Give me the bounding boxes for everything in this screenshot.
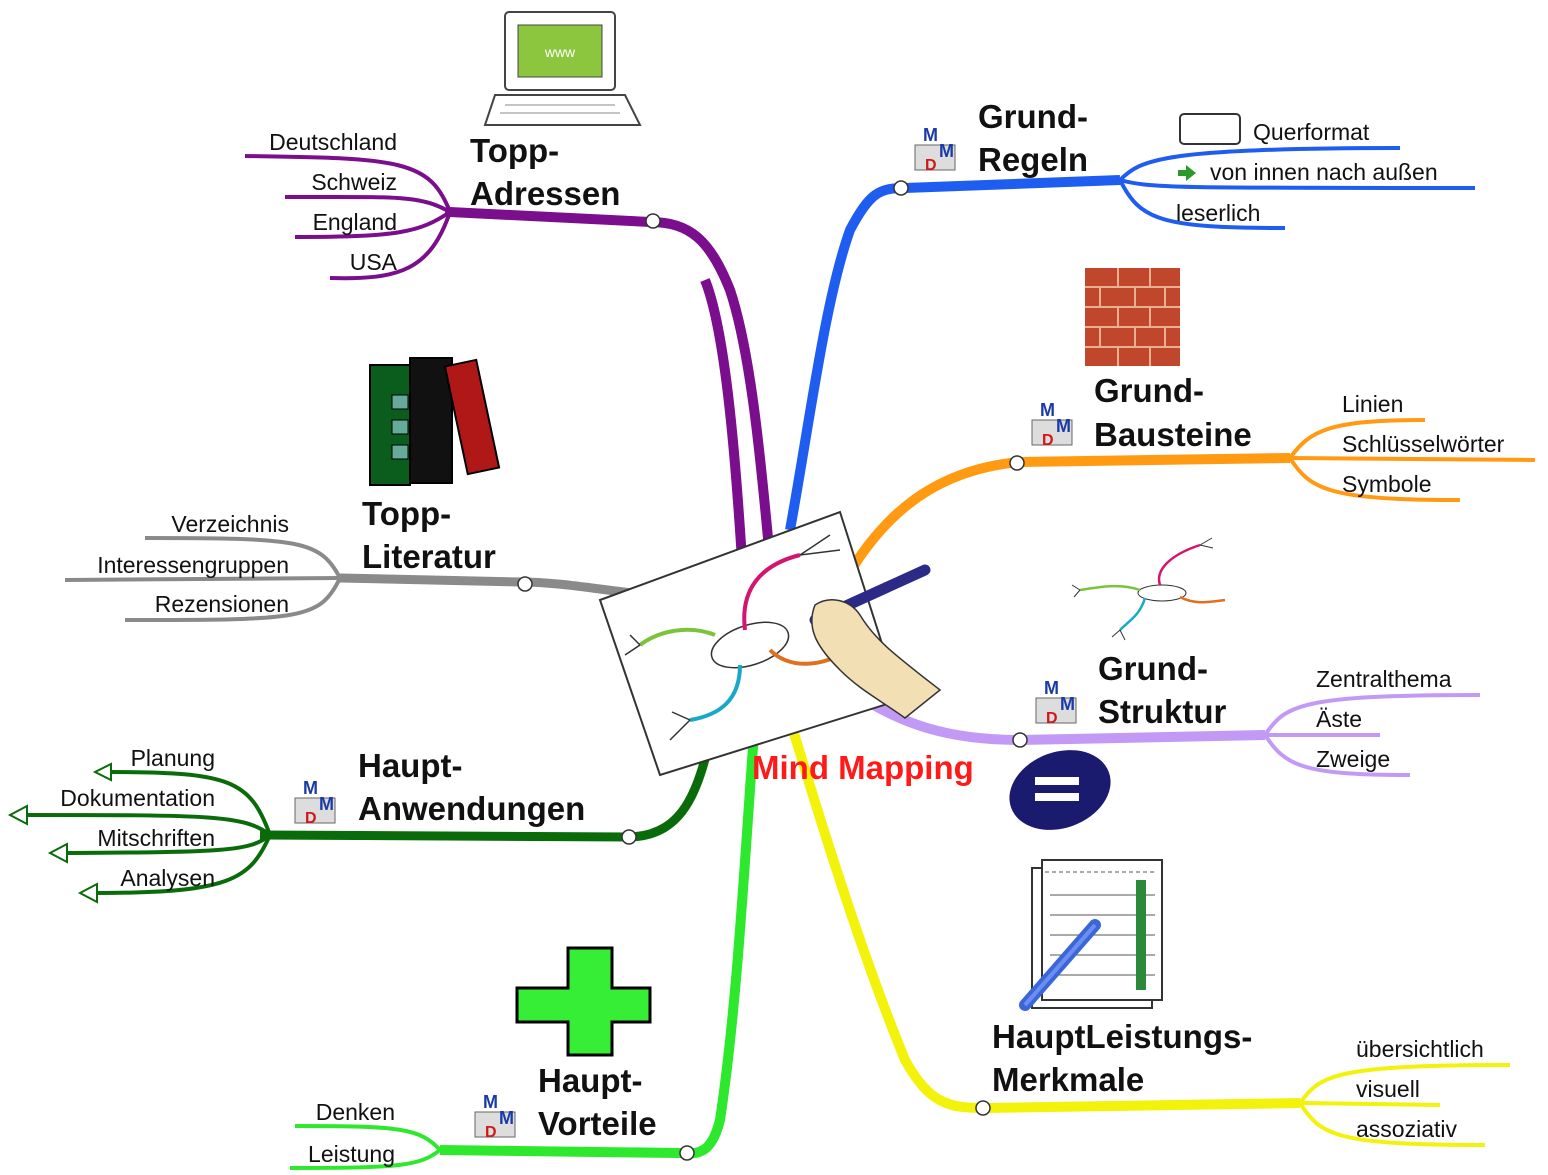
branch-line-hauptleistungs-merkmale (785, 718, 1301, 1114)
sub-label: Leistung (308, 1141, 395, 1167)
sub-label: Rezensionen (155, 591, 289, 617)
svg-text:M: M (1044, 678, 1059, 698)
sub-label: Interessengruppen (97, 552, 289, 578)
sub-label: Mitschriften (97, 825, 215, 851)
branch-title-haupt-vorteile-2: Vorteile (538, 1105, 657, 1142)
branch-title-hauptleistungs-merkmale-2: Merkmale (992, 1061, 1144, 1098)
sub-label: Denken (316, 1099, 395, 1125)
green-plus-icon (515, 946, 652, 1057)
svg-text:M: M (1040, 400, 1055, 420)
sub-label: England (313, 209, 397, 235)
notepad-pencil-icon (1019, 859, 1163, 1011)
sub-label: Verzeichnis (171, 511, 289, 537)
branch-title-topp-literatur-2: Literatur (362, 538, 496, 575)
sub-label: Schweiz (311, 169, 397, 195)
branch-title-grund-struktur-1: Grund- (1098, 650, 1208, 687)
branch-line-grund-bausteine (840, 453, 1291, 583)
equals-icon (1009, 750, 1111, 830)
branch-title-topp-literatur-1: Topp- (362, 495, 451, 532)
sub-label: Zweige (1316, 746, 1390, 772)
sub-label: assoziativ (1356, 1116, 1457, 1142)
branch-line-grund-regeln (785, 175, 1121, 531)
mini-mindmap-icon (1071, 537, 1226, 641)
brick-wall-icon (1085, 268, 1180, 366)
sub-label: Linien (1342, 391, 1403, 417)
svg-text:M: M (499, 1108, 514, 1128)
branch-title-haupt-vorteile-1: Haupt- (538, 1062, 642, 1099)
svg-text:M: M (319, 794, 334, 814)
svg-text:M: M (1056, 416, 1071, 436)
svg-text:www: www (544, 44, 576, 60)
laptop-www-icon: www (483, 11, 642, 126)
sub-label: Dokumentation (60, 785, 215, 811)
sub-label: Analysen (120, 865, 215, 891)
svg-text:D: D (305, 810, 317, 827)
branch-title-haupt-anwendungen-2: Anwendungen (358, 790, 585, 827)
green-arrow-icon (1178, 165, 1196, 181)
branch-title-grund-bausteine-1: Grund- (1094, 372, 1204, 409)
central-drawing-icon (598, 510, 942, 777)
branch-title-topp-adressen-2: Adressen (470, 175, 620, 212)
branch-title-hauptleistungs-merkmale-1: HauptLeistungs- (992, 1018, 1252, 1055)
sub-label: übersichtlich (1356, 1036, 1484, 1062)
sub-label: Deutschland (269, 129, 397, 155)
svg-text:M: M (303, 778, 318, 798)
sub-label: Äste (1316, 706, 1362, 732)
sub-label: von innen nach außen (1210, 159, 1438, 185)
sub-label: Querformat (1253, 119, 1370, 145)
querformat-box (1179, 113, 1241, 145)
sub-label: visuell (1356, 1076, 1420, 1102)
mindmanager-logo-icon: M M D M M D M M D M M D M M D (294, 125, 1077, 1141)
svg-text:M: M (939, 141, 954, 161)
svg-text:D: D (925, 157, 937, 174)
sub-label: Schlüsselwörter (1342, 431, 1505, 457)
svg-text:M: M (923, 125, 938, 145)
svg-text:D: D (485, 1124, 497, 1141)
branch-title-topp-adressen-1: Topp- (470, 132, 559, 169)
sub-label: leserlich (1176, 200, 1260, 226)
svg-text:D: D (1046, 710, 1058, 727)
branch-line-topp-adressen (445, 207, 775, 565)
svg-text:M: M (483, 1092, 498, 1112)
svg-text:M: M (1060, 694, 1075, 714)
branch-title-grund-regeln-2: Regeln (978, 141, 1088, 178)
branch-line-topp-literatur (339, 573, 651, 600)
sub-label: Planung (131, 745, 215, 771)
sub-label: USA (350, 249, 398, 275)
center-title: Mind Mapping (752, 749, 974, 786)
books-icon (369, 357, 501, 486)
branch-title-grund-struktur-2: Struktur (1098, 693, 1227, 730)
branch-line-haupt-vorteile (439, 719, 760, 1159)
branch-title-grund-bausteine-2: Bausteine (1094, 416, 1252, 453)
branch-title-grund-regeln-1: Grund- (978, 98, 1088, 135)
sub-label: Zentralthema (1316, 666, 1452, 692)
sub-label: Symbole (1342, 471, 1431, 497)
branch-title-haupt-anwendungen-1: Haupt- (358, 747, 462, 784)
svg-text:D: D (1042, 432, 1054, 449)
